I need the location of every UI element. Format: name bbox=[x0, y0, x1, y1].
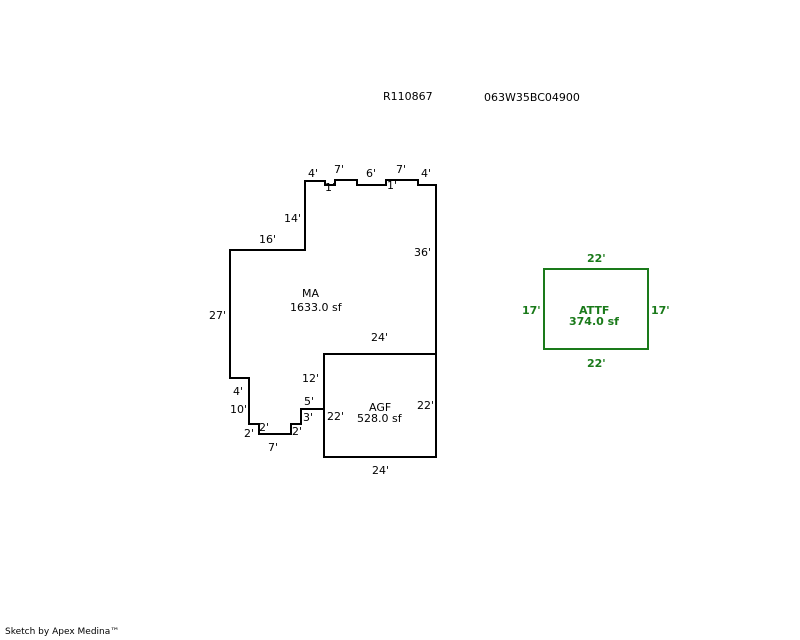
dim-agf-bottom: 24' bbox=[372, 464, 389, 477]
agf-label: AGF bbox=[369, 401, 391, 414]
dim-ma-24: 24' bbox=[371, 331, 388, 344]
dim-ma-top-6: 6' bbox=[366, 167, 376, 180]
parcel-id: R110867 bbox=[383, 90, 433, 103]
dim-ma-4: 4' bbox=[233, 385, 243, 398]
dim-ma-step-1-left: 1' bbox=[325, 181, 335, 194]
dim-ma-14: 14' bbox=[284, 212, 301, 225]
dim-attf-right: 17' bbox=[651, 304, 670, 317]
ma-label: MA bbox=[302, 287, 319, 300]
dim-ma-step-1-right: 1' bbox=[387, 179, 397, 192]
dim-ma-36: 36' bbox=[414, 246, 431, 259]
attf-label: ATTF bbox=[579, 304, 609, 317]
dim-ma-7: 7' bbox=[268, 441, 278, 454]
dim-agf-right: 22' bbox=[417, 399, 434, 412]
dim-agf-left: 22' bbox=[327, 410, 344, 423]
dim-ma-top-7-right: 7' bbox=[396, 163, 406, 176]
attf-size: 374.0 sf bbox=[569, 315, 619, 328]
map-number: 063W35BC04900 bbox=[484, 91, 580, 104]
dim-ma-12: 12' bbox=[302, 372, 319, 385]
footer-credit: Sketch by Apex Medina™ bbox=[5, 627, 120, 637]
dim-attf-top: 22' bbox=[587, 252, 606, 265]
dim-attf-bottom: 22' bbox=[587, 357, 606, 370]
dim-ma-top-4-left: 4' bbox=[308, 167, 318, 180]
ma-outline bbox=[229, 179, 437, 435]
agf-outline bbox=[323, 353, 437, 458]
dim-ma-2b: 2' bbox=[244, 427, 254, 440]
dim-ma-top-7-left: 7' bbox=[334, 163, 344, 176]
attf-outline bbox=[543, 268, 649, 350]
agf-size: 528.0 sf bbox=[357, 412, 403, 425]
dim-attf-left: 17' bbox=[522, 304, 541, 317]
dim-ma-2a: 2' bbox=[259, 421, 269, 434]
dim-ma-16: 16' bbox=[259, 233, 276, 246]
dim-ma-10: 10' bbox=[230, 403, 247, 416]
dim-ma-27: 27' bbox=[209, 309, 226, 322]
dim-ma-5: 5' bbox=[304, 395, 314, 408]
dim-ma-top-4-right: 4' bbox=[421, 167, 431, 180]
dim-ma-2c: 2' bbox=[292, 425, 302, 438]
dim-ma-3: 3' bbox=[303, 411, 313, 424]
ma-size: 1633.0 sf bbox=[290, 301, 343, 314]
